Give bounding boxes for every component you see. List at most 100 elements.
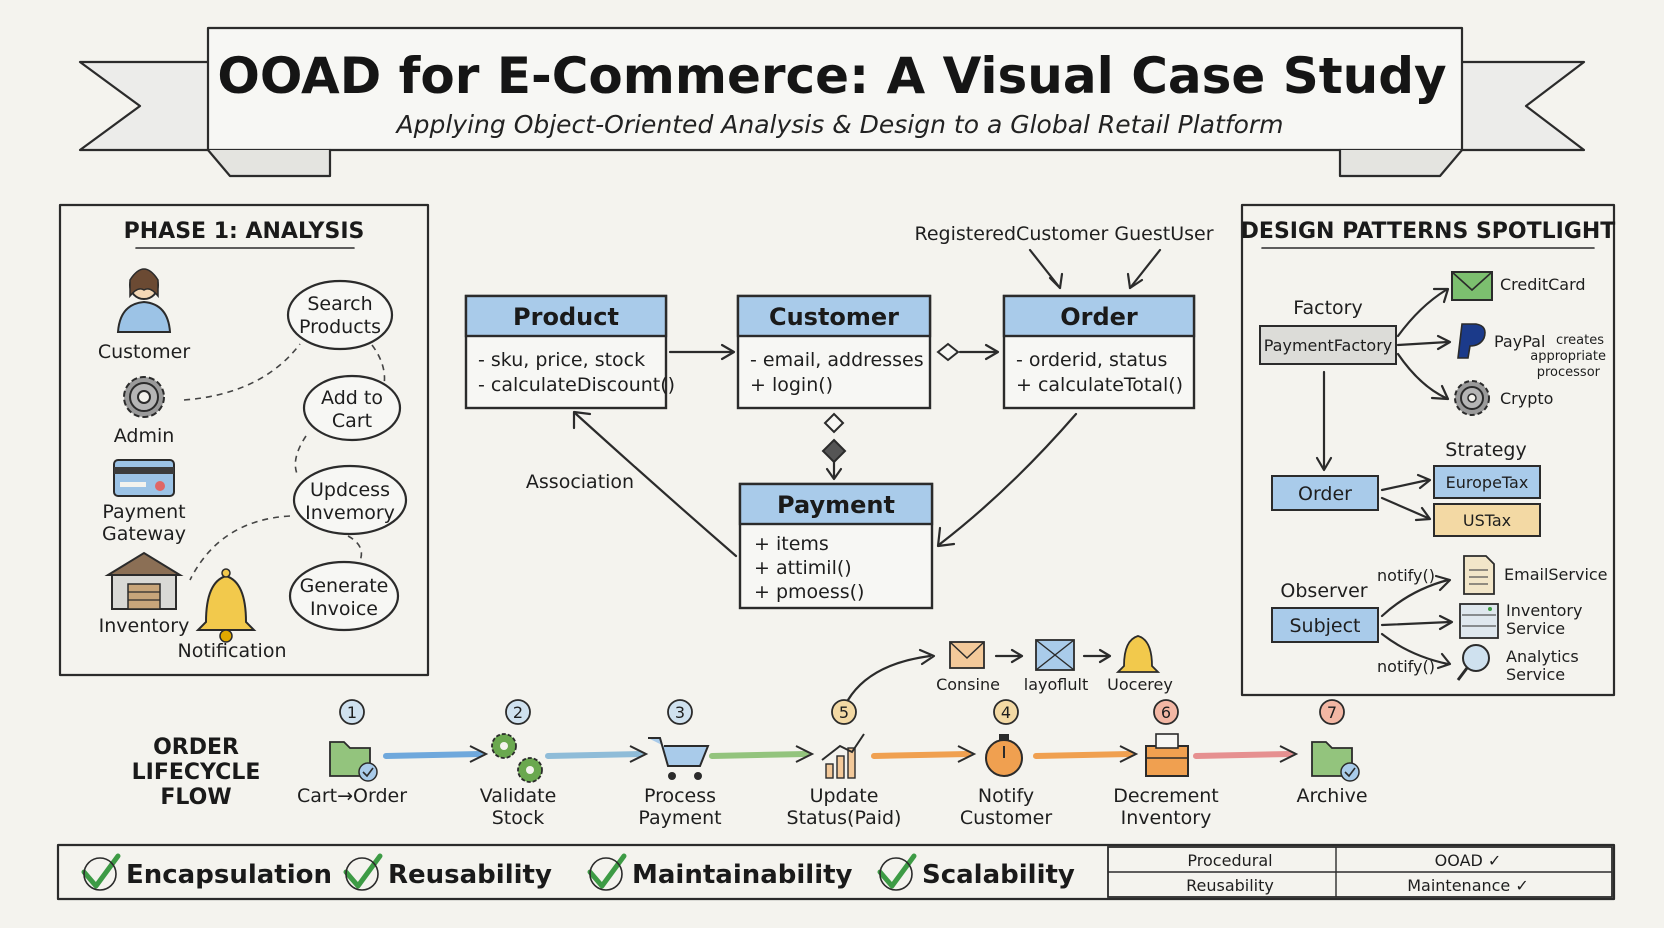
strategy-option-us: USTax <box>1463 511 1511 530</box>
actor-notification-label: Notification <box>177 640 286 662</box>
gear-icon <box>123 376 165 418</box>
actor-inventory-label: Inventory <box>99 615 190 637</box>
benefit-maintainability: Maintainability <box>587 853 853 891</box>
lifecycle-step-1: 1 Cart→Order <box>297 699 407 807</box>
factory-note-2: appropriate <box>1530 349 1606 364</box>
lifecycle-step-6: 6 Decrement Inventory <box>1113 699 1219 829</box>
payment-factory-box: PaymentFactory <box>1264 336 1393 355</box>
table-cell-r2c1: Reusability <box>1186 876 1274 895</box>
analysis-panel: PHASE 1: ANALYSIS Customer Admin Payment… <box>58 203 430 677</box>
factory-product-paypal: PayPal <box>1494 332 1545 351</box>
class-product-attr-2: - calculateDiscount() <box>478 374 675 396</box>
person-icon <box>116 268 172 333</box>
branch-label-1: Consine <box>936 675 1000 694</box>
class-payment-name: Payment <box>777 491 895 519</box>
factory-product-creditcard: CreditCard <box>1500 275 1586 294</box>
lifecycle-step-7: 7 Archive <box>1296 699 1368 807</box>
class-product-attr-1: - sku, price, stock <box>478 349 645 371</box>
bell-icon <box>195 568 257 643</box>
class-payment-attr-2: + attimil() <box>754 557 852 579</box>
chart-up-icon <box>821 733 865 779</box>
strategy-context-box: Order <box>1298 483 1352 505</box>
step-2-label-2: Stock <box>492 807 545 829</box>
magnifier-icon <box>1456 644 1490 681</box>
step-3-number: 3 <box>675 703 685 722</box>
benefit-scalability: Scalability <box>877 853 1075 891</box>
observer-notify-bottom: notify() <box>1377 657 1435 676</box>
lifecycle-arrows <box>383 745 1299 763</box>
server-icon <box>1459 603 1499 639</box>
table-cell-r1c2: OOAD ✓ <box>1435 851 1502 870</box>
factory-label: Factory <box>1293 297 1362 319</box>
class-customer-attr-2: + login() <box>750 374 833 396</box>
benefit-label-scalability: Scalability <box>922 860 1075 890</box>
actor-admin-label: Admin <box>114 425 175 447</box>
class-order: Order - orderid, status + calculateTotal… <box>1002 294 1196 410</box>
observer-label: Observer <box>1280 580 1367 602</box>
box-icon <box>1145 733 1189 777</box>
layout-icon <box>1035 639 1075 671</box>
title-banner: OOAD for E-Commerce: A Visual Case Study… <box>78 26 1586 178</box>
lifecycle-heading-2: LIFECYCLE <box>132 760 261 785</box>
patterns-heading: DESIGN PATTERNS SPOTLIGHT <box>1241 219 1616 244</box>
step-2-label: Validate <box>480 785 557 807</box>
benefits-bar: Encapsulation Reusability Maintainabilit… <box>56 843 1616 901</box>
crypto-gear-icon <box>1454 380 1490 416</box>
strategy-label: Strategy <box>1445 439 1526 461</box>
step-7-number: 7 <box>1327 703 1337 722</box>
cart-icon <box>648 737 710 780</box>
class-payment-attr-3: + pmoess() <box>754 581 864 603</box>
archive-folder-icon <box>1311 741 1360 782</box>
lifecycle-heading-1: ORDER <box>153 735 239 760</box>
strategy-option-eu: EuropeTax <box>1446 473 1529 492</box>
step-4-label: Update <box>810 785 879 807</box>
usecase-3-line2: Invemory <box>305 502 395 524</box>
gears-icon <box>491 733 543 783</box>
benefit-reusability: Reusability <box>343 853 552 891</box>
usecase-2-line1: Add to <box>321 387 383 409</box>
actor-customer-label: Customer <box>98 341 190 363</box>
document-icon <box>1463 555 1495 595</box>
lifecycle-flow: ORDER LIFECYCLE FLOW Consine layoflult U… <box>132 635 1368 829</box>
usecase-4-line2: Invoice <box>310 598 378 620</box>
actor-payment-label-2: Gateway <box>102 523 186 545</box>
factory-product-crypto: Crypto <box>1500 389 1553 408</box>
class-payment-attr-1: + items <box>754 533 829 555</box>
table-cell-r1c1: Procedural <box>1187 851 1272 870</box>
stopwatch-icon <box>985 734 1023 777</box>
factory-note-3: processor <box>1537 365 1601 380</box>
branch-label-2: layoflult <box>1024 675 1088 694</box>
step-2-number: 2 <box>513 703 523 722</box>
envelope-icon <box>949 641 985 669</box>
class-payment: Payment + items + attimil() + pmoess() <box>738 482 934 610</box>
step-5-label-2: Customer <box>960 807 1052 829</box>
observer-notify-top: notify() <box>1377 566 1435 585</box>
lifecycle-step-3: 3 Process Payment <box>638 699 722 829</box>
lifecycle-step-2: 2 Validate Stock <box>480 699 557 829</box>
folder-check-icon <box>329 741 378 782</box>
branch-bell-icon <box>1115 635 1161 673</box>
class-product: Product - sku, price, stock - calculateD… <box>464 294 675 410</box>
step-3-label-2: Payment <box>638 807 721 829</box>
class-diagram: RegisteredCustomer GuestUser Product - s… <box>464 223 1214 610</box>
step-5-number: 4 <box>1001 703 1011 722</box>
usecase-2-line2: Cart <box>332 410 372 432</box>
class-order-attr-1: - orderid, status <box>1016 349 1167 371</box>
lifecycle-step-4: 5 Update Status(Paid) <box>787 699 902 829</box>
observer-listener-1: EmailService <box>1504 565 1608 584</box>
benefit-label-encapsulation: Encapsulation <box>126 860 332 890</box>
page-subtitle: Applying Object-Oriented Analysis & Desi… <box>395 110 1284 139</box>
step-6-label-2: Inventory <box>1121 807 1212 829</box>
benefit-label-maintainability: Maintainability <box>632 860 853 890</box>
observer-listener-2-line2: Service <box>1506 619 1565 638</box>
step-4-label-2: Status(Paid) <box>787 807 902 829</box>
class-customer: Customer - email, addresses + login() <box>736 294 932 410</box>
patterns-panel: DESIGN PATTERNS SPOTLIGHT Factory Paymen… <box>1241 203 1616 697</box>
page-title: OOAD for E-Commerce: A Visual Case Study <box>217 47 1446 105</box>
observer-listener-2-line1: Inventory <box>1506 601 1582 620</box>
step-4-number: 5 <box>839 703 849 722</box>
paypal-icon <box>1457 323 1486 359</box>
step-1-label: Cart→Order <box>297 785 407 807</box>
table-cell-r2c2: Maintenance ✓ <box>1407 876 1529 895</box>
